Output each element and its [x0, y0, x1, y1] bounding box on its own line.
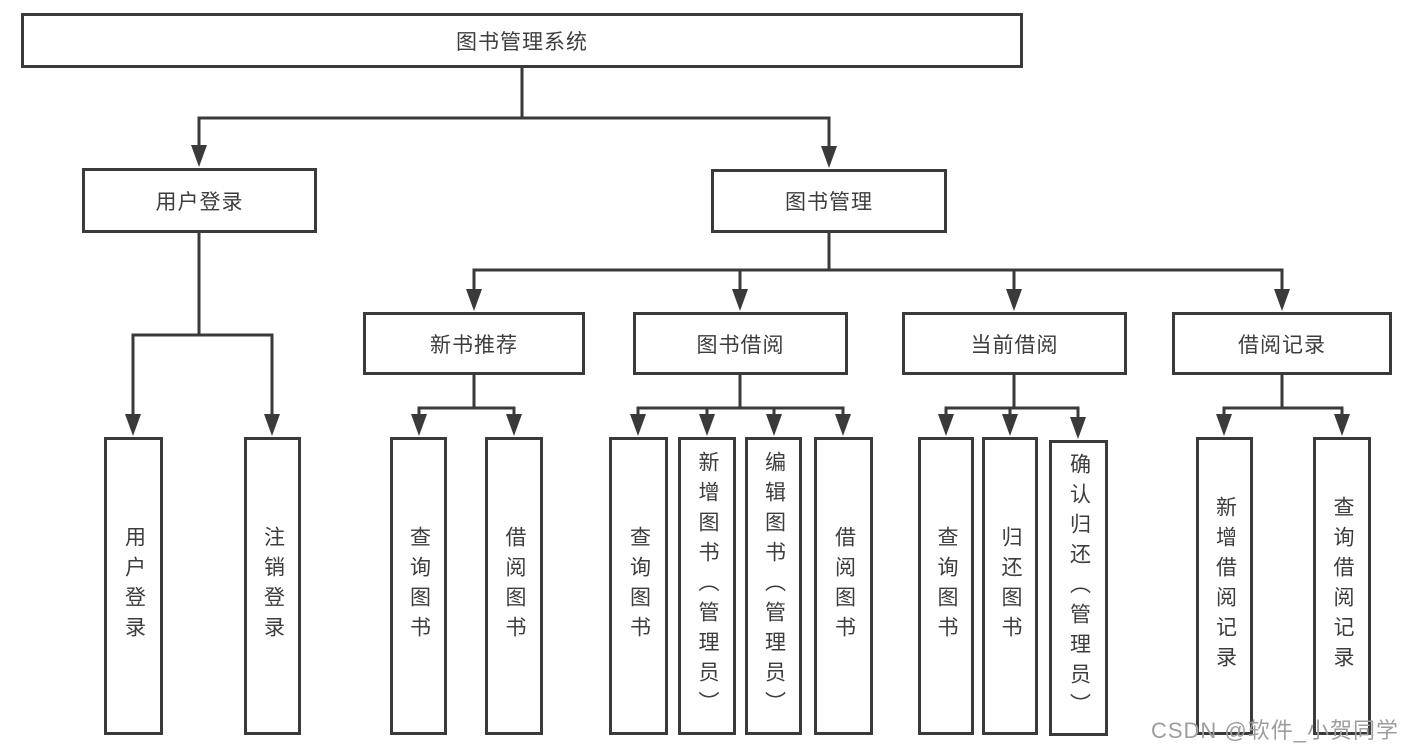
leaf-current-query-books: 查询图书 — [918, 437, 974, 735]
leaf-logout-label: 注销登录 — [261, 526, 285, 646]
leaf-borrow-edit-books-label: 编辑图书（管理员） — [762, 451, 786, 721]
node-borrow-records-label: 借阅记录 — [1238, 333, 1326, 357]
csdn-watermark: CSDN @软件_小贺同学 — [1150, 718, 1399, 743]
node-new-book-recommend: 新书推荐 — [363, 312, 585, 375]
node-book-management-label: 图书管理 — [785, 191, 873, 214]
leaf-records-add-record: 新增借阅记录 — [1196, 437, 1253, 735]
leaf-borrow-query-books-label: 查询图书 — [627, 526, 651, 646]
leaf-newbook-query-books-label: 查询图书 — [407, 526, 431, 646]
leaf-current-query-books-label: 查询图书 — [935, 526, 959, 646]
leaf-borrow-add-books: 新增图书（管理员） — [678, 437, 736, 735]
leaf-current-confirm-return: 确认归还（管理员） — [1049, 440, 1108, 736]
node-root-label: 图书管理系统 — [456, 30, 588, 54]
node-current-borrow: 当前借阅 — [902, 312, 1127, 375]
node-user-login-label: 用户登录 — [155, 190, 244, 214]
node-book-management: 图书管理 — [711, 169, 947, 233]
leaf-user-login-label: 用户登录 — [122, 526, 146, 646]
node-root: 图书管理系统 — [21, 13, 1023, 68]
leaf-newbook-borrow-books: 借阅图书 — [485, 437, 543, 735]
node-borrow-records: 借阅记录 — [1172, 312, 1392, 375]
leaf-newbook-borrow-books-label: 借阅图书 — [503, 526, 527, 646]
node-new-book-recommend-label: 新书推荐 — [430, 333, 518, 357]
node-book-borrow: 图书借阅 — [633, 312, 848, 375]
node-book-borrow-label: 图书借阅 — [696, 333, 785, 357]
leaf-current-confirm-return-label: 确认归还（管理员） — [1067, 453, 1091, 723]
node-user-login: 用户登录 — [82, 168, 317, 233]
leaf-newbook-query-books: 查询图书 — [390, 437, 447, 735]
leaf-records-add-record-label: 新增借阅记录 — [1213, 496, 1237, 676]
arrowheads — [125, 145, 1350, 439]
leaf-user-login: 用户登录 — [104, 437, 163, 735]
leaf-borrow-borrow-books-label: 借阅图书 — [832, 526, 856, 646]
leaf-borrow-query-books: 查询图书 — [609, 437, 668, 735]
leaf-borrow-borrow-books: 借阅图书 — [814, 437, 873, 735]
leaf-current-return-books: 归还图书 — [982, 437, 1038, 735]
leaf-records-query-record: 查询借阅记录 — [1313, 437, 1371, 735]
node-current-borrow-label: 当前借阅 — [970, 333, 1059, 357]
leaf-current-return-books-label: 归还图书 — [999, 526, 1023, 646]
leaf-borrow-edit-books: 编辑图书（管理员） — [745, 437, 802, 735]
leaf-records-query-record-label: 查询借阅记录 — [1331, 496, 1355, 676]
leaf-borrow-add-books-label: 新增图书（管理员） — [696, 451, 720, 721]
leaf-logout: 注销登录 — [244, 437, 301, 735]
